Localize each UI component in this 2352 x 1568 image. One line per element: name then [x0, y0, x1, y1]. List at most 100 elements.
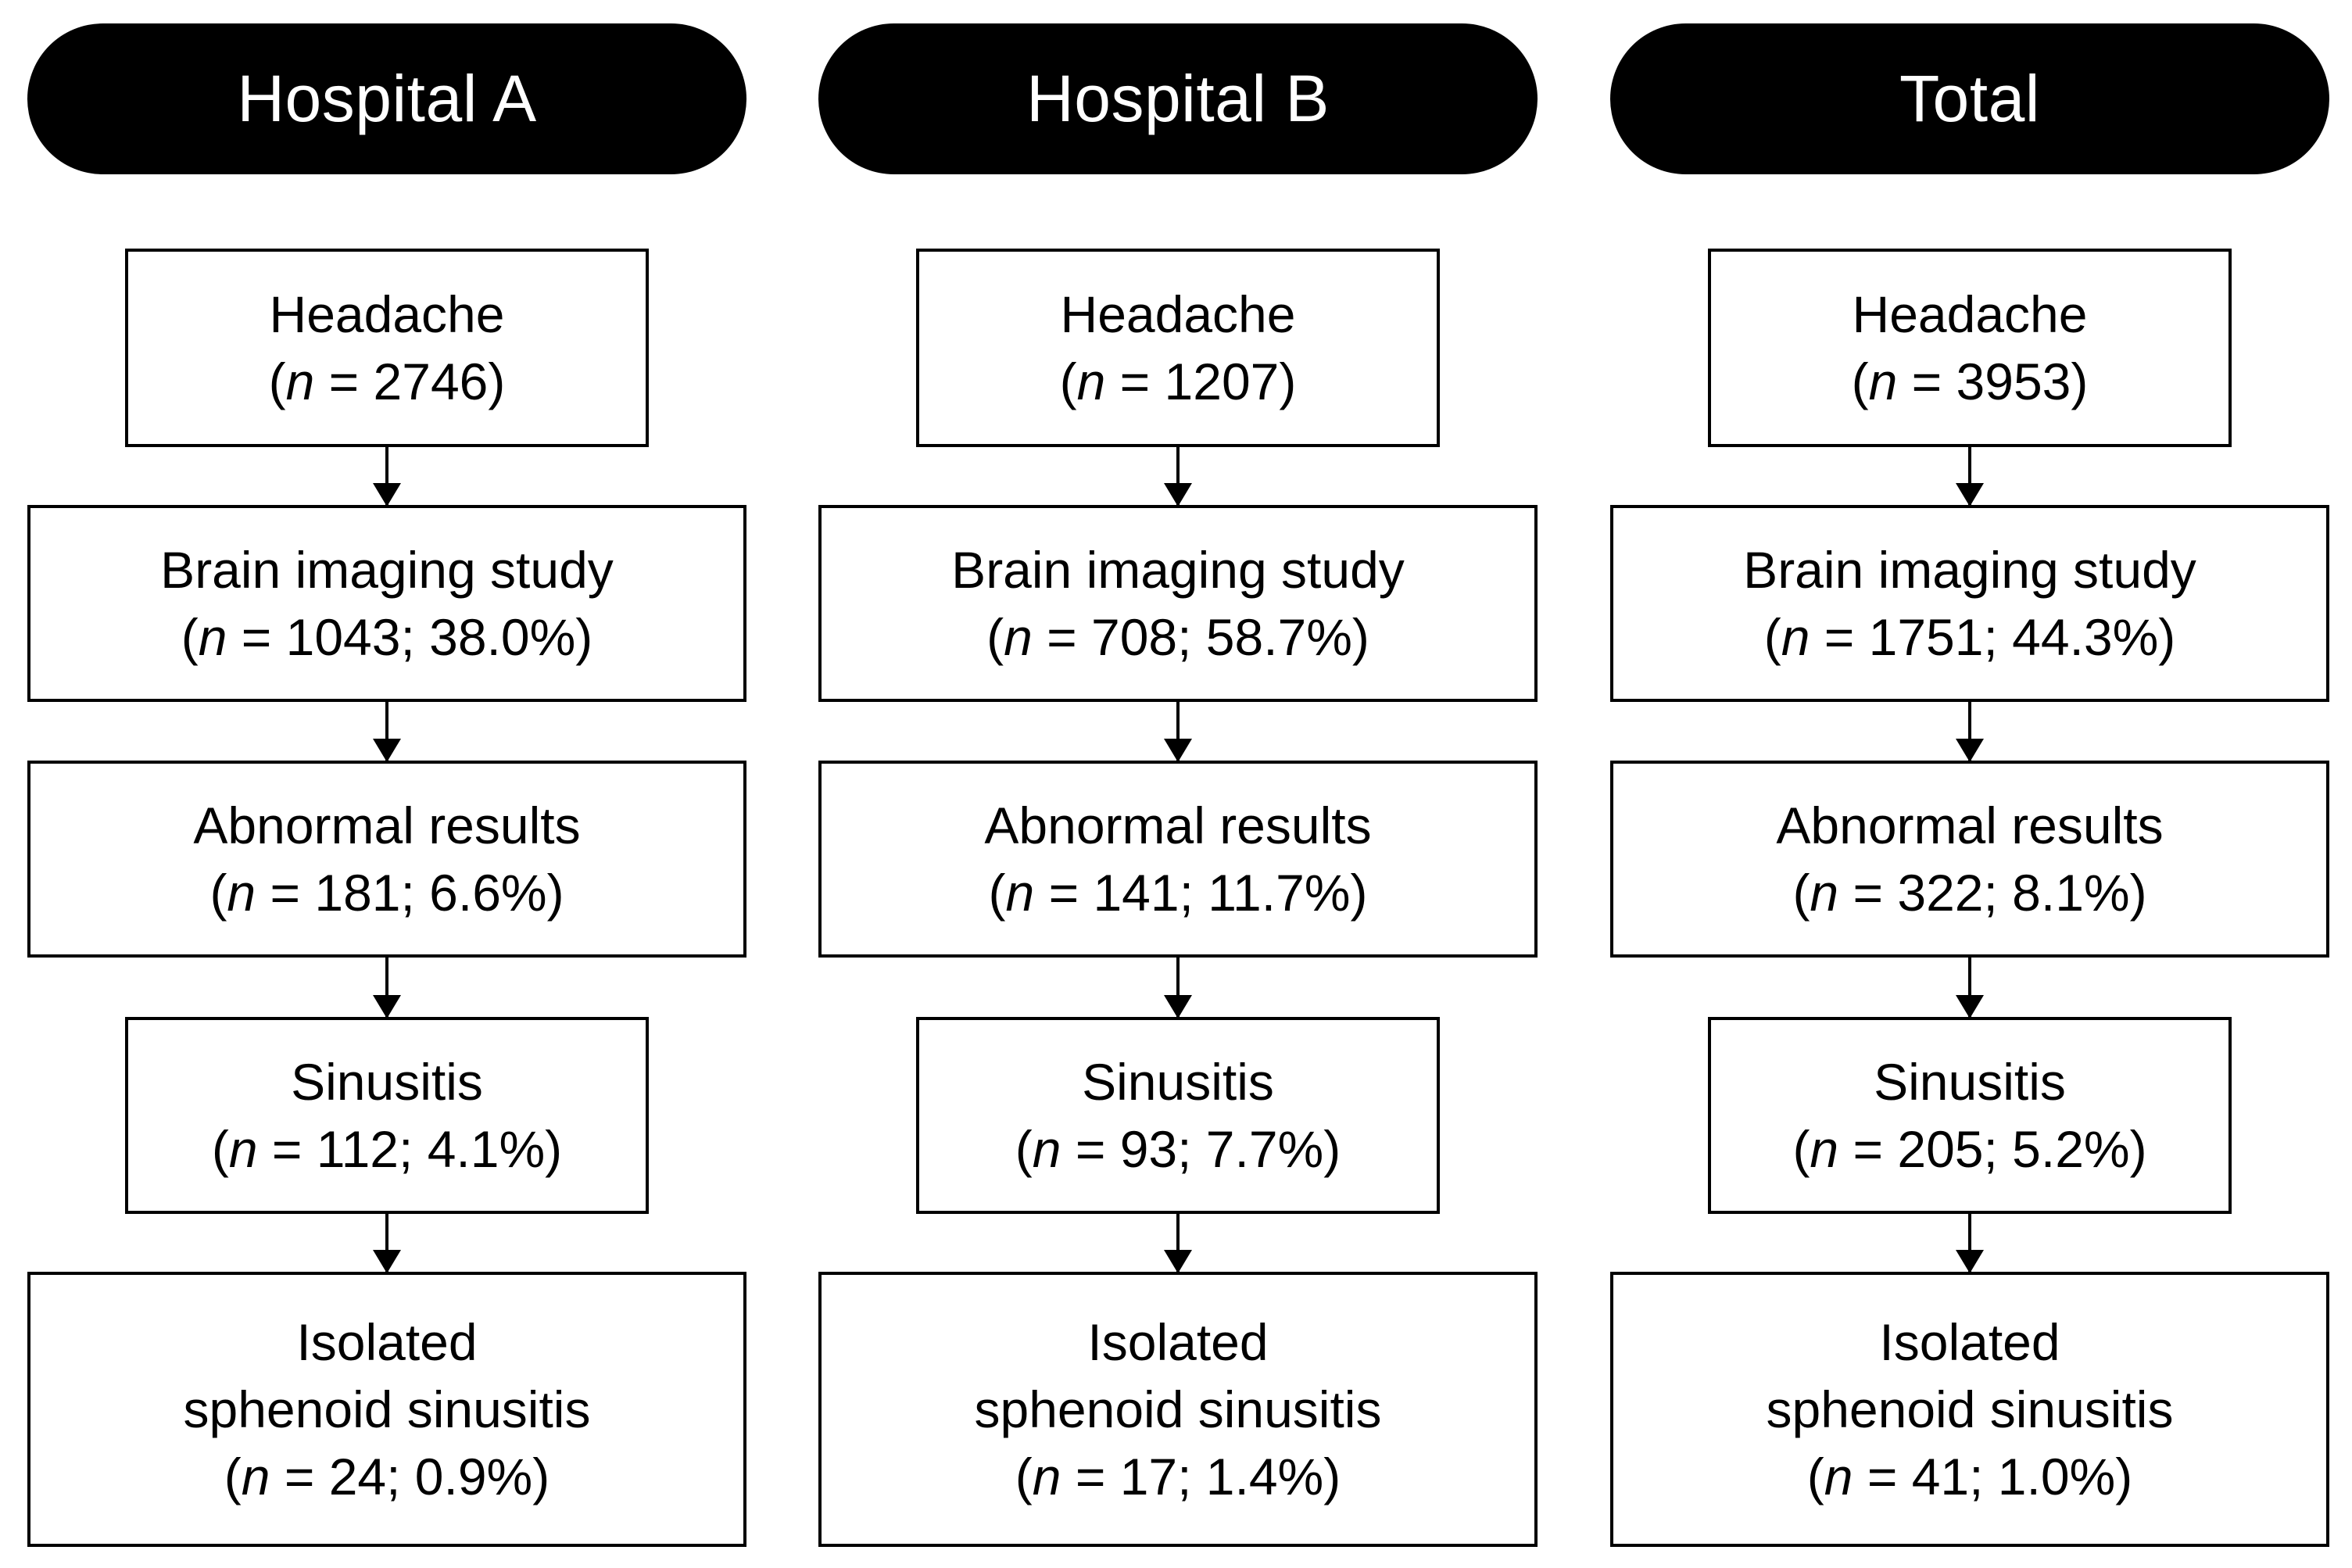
- count-value: = 17; 1.4%): [1061, 1448, 1341, 1505]
- count-value: = 1751; 44.3%): [1810, 608, 2176, 666]
- headache-box: Headache (n = 3953): [1708, 249, 2232, 447]
- column-header-label: Hospital B: [1026, 62, 1330, 135]
- headache-label: Headache: [1852, 285, 2088, 343]
- n-symbol: n: [198, 608, 227, 666]
- sinusitis-count: (n = 205; 5.2%): [1792, 1115, 2146, 1183]
- abnormal-results-count: (n = 141; 11.7%): [989, 859, 1368, 926]
- open-paren: (: [1059, 353, 1077, 410]
- n-symbol: n: [227, 864, 256, 922]
- abnormal-results-box: Abnormal results (n = 181; 6.6%): [27, 761, 746, 958]
- sinusitis-count: (n = 93; 7.7%): [1015, 1115, 1341, 1183]
- n-symbol: n: [228, 1120, 258, 1178]
- brain-imaging-box: Brain imaging study (n = 1043; 38.0%): [27, 505, 746, 702]
- abnormal-results-count: (n = 322; 8.1%): [1792, 859, 2146, 926]
- down-arrow-icon: [373, 702, 401, 762]
- open-paren: (: [988, 864, 1006, 922]
- down-arrow-icon: [1956, 1214, 1984, 1273]
- brain-imaging-count: (n = 708; 58.7%): [986, 603, 1369, 671]
- open-paren: (: [1763, 608, 1781, 666]
- n-symbol: n: [241, 1448, 270, 1505]
- abnormal-results-label: Abnormal results: [193, 797, 581, 854]
- isolated-label-line2: sphenoid sinusitis: [1766, 1380, 2174, 1438]
- open-paren: (: [209, 864, 227, 922]
- count-value: = 24; 0.9%): [270, 1448, 550, 1505]
- open-paren: (: [1792, 864, 1810, 922]
- open-paren: (: [1015, 1448, 1033, 1505]
- down-arrow-icon: [373, 447, 401, 507]
- count-value: = 3953): [1897, 353, 2089, 410]
- down-arrow-icon: [1164, 447, 1192, 507]
- n-symbol: n: [1810, 864, 1839, 922]
- n-symbol: n: [1781, 608, 1810, 666]
- headache-label: Headache: [1060, 285, 1296, 343]
- n-symbol: n: [1076, 353, 1106, 410]
- headache-label: Headache: [269, 285, 505, 343]
- headache-count: (n = 1207): [1060, 348, 1297, 415]
- abnormal-results-label: Abnormal results: [1776, 797, 2164, 854]
- n-symbol: n: [1032, 1448, 1061, 1505]
- n-symbol: n: [1824, 1448, 1853, 1505]
- isolated-sphenoid-count: (n = 41; 1.0%): [1807, 1443, 2132, 1510]
- down-arrow-icon: [1164, 702, 1192, 762]
- n-symbol: n: [285, 353, 315, 410]
- isolated-label-line1: Isolated: [1879, 1313, 2060, 1371]
- down-arrow-icon: [1164, 958, 1192, 1018]
- brain-imaging-label: Brain imaging study: [951, 541, 1405, 599]
- count-value: = 205; 5.2%): [1838, 1120, 2147, 1178]
- flow-column-hospital-b: Hospital B Headache (n = 1207) Brain ima…: [818, 0, 1538, 1568]
- brain-imaging-count: (n = 1751; 44.3%): [1764, 603, 2176, 671]
- open-paren: (: [211, 1120, 229, 1178]
- count-value: = 141; 11.7%): [1034, 864, 1368, 922]
- brain-imaging-label: Brain imaging study: [160, 541, 614, 599]
- column-header-pill: Total: [1610, 23, 2329, 174]
- open-paren: (: [986, 608, 1004, 666]
- brain-imaging-count: (n = 1043; 38.0%): [181, 603, 593, 671]
- count-value: = 181; 6.6%): [256, 864, 564, 922]
- open-paren: (: [268, 353, 286, 410]
- sinusitis-label: Sinusitis: [1082, 1053, 1274, 1111]
- abnormal-results-box: Abnormal results (n = 322; 8.1%): [1610, 761, 2329, 958]
- isolated-sphenoid-box: Isolated sphenoid sinusitis (n = 17; 1.4…: [818, 1272, 1538, 1547]
- brain-imaging-label: Brain imaging study: [1743, 541, 2196, 599]
- abnormal-results-box: Abnormal results (n = 141; 11.7%): [818, 761, 1538, 958]
- open-paren: (: [1015, 1120, 1033, 1178]
- sinusitis-label: Sinusitis: [1874, 1053, 2066, 1111]
- brain-imaging-box: Brain imaging study (n = 1751; 44.3%): [1610, 505, 2329, 702]
- column-header-pill: Hospital B: [818, 23, 1538, 174]
- open-paren: (: [181, 608, 199, 666]
- n-symbol: n: [1810, 1120, 1839, 1178]
- down-arrow-icon: [1956, 958, 1984, 1018]
- open-paren: (: [1851, 353, 1869, 410]
- headache-count: (n = 2746): [269, 348, 506, 415]
- column-header-label: Hospital A: [237, 62, 537, 135]
- open-paren: (: [1806, 1448, 1824, 1505]
- headache-box: Headache (n = 1207): [916, 249, 1440, 447]
- sinusitis-label: Sinusitis: [291, 1053, 483, 1111]
- n-symbol: n: [1868, 353, 1898, 410]
- brain-imaging-box: Brain imaging study (n = 708; 58.7%): [818, 505, 1538, 702]
- count-value: = 708; 58.7%): [1032, 608, 1369, 666]
- down-arrow-icon: [1164, 1214, 1192, 1273]
- isolated-label-line2: sphenoid sinusitis: [974, 1380, 1382, 1438]
- count-value: = 41; 1.0%): [1853, 1448, 2133, 1505]
- count-value: = 93; 7.7%): [1061, 1120, 1341, 1178]
- isolated-label-line1: Isolated: [296, 1313, 478, 1371]
- down-arrow-icon: [373, 1214, 401, 1273]
- isolated-label-line1: Isolated: [1087, 1313, 1269, 1371]
- count-value: = 1207): [1105, 353, 1297, 410]
- down-arrow-icon: [1956, 702, 1984, 762]
- sinusitis-box: Sinusitis (n = 112; 4.1%): [125, 1017, 649, 1214]
- abnormal-results-count: (n = 181; 6.6%): [209, 859, 564, 926]
- count-value: = 322; 8.1%): [1838, 864, 2147, 922]
- flow-column-total: Total Headache (n = 3953) Brain imaging …: [1610, 0, 2329, 1568]
- open-paren: (: [1792, 1120, 1810, 1178]
- n-symbol: n: [1004, 608, 1033, 666]
- flow-column-hospital-a: Hospital A Headache (n = 2746) Brain ima…: [27, 0, 746, 1568]
- sinusitis-count: (n = 112; 4.1%): [212, 1115, 562, 1183]
- isolated-sphenoid-count: (n = 24; 0.9%): [224, 1443, 550, 1510]
- open-paren: (: [224, 1448, 242, 1505]
- sinusitis-box: Sinusitis (n = 93; 7.7%): [916, 1017, 1440, 1214]
- headache-box: Headache (n = 2746): [125, 249, 649, 447]
- isolated-sphenoid-box: Isolated sphenoid sinusitis (n = 24; 0.9…: [27, 1272, 746, 1547]
- n-symbol: n: [1005, 864, 1035, 922]
